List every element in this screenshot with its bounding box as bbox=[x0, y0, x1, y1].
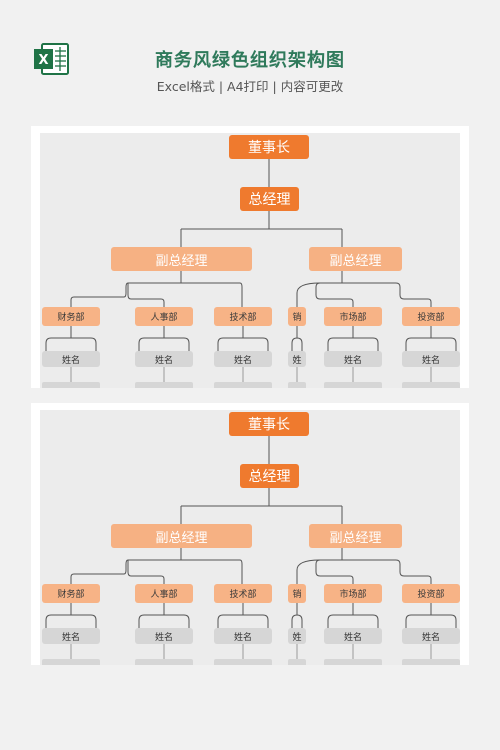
member-stub bbox=[402, 659, 460, 665]
excel-icon: X bbox=[34, 43, 69, 75]
dept-box-marketing: 市场部 bbox=[324, 584, 382, 603]
dept-box-hr: 人事部 bbox=[135, 584, 193, 603]
link-dept-to-member bbox=[217, 603, 269, 628]
link-to-dept-investment bbox=[320, 282, 432, 307]
org-chart-panel: 董事长 总经理 副总经理 副总经理 财务部 人事部 技术部 销 市场部 投资部 … bbox=[31, 403, 469, 665]
vp-box-left: 副总经理 bbox=[111, 247, 252, 271]
org-chart-canvas: 董事长 总经理 副总经理 副总经理 财务部 人事部 技术部 销 市场部 投资部 … bbox=[40, 410, 460, 665]
link-dept-to-member bbox=[138, 603, 190, 628]
member-box-sales: 姓 bbox=[288, 351, 306, 367]
page-title: 商务风绿色组织架构图 bbox=[155, 50, 345, 71]
dept-box-marketing: 市场部 bbox=[324, 307, 382, 326]
link-to-dept-investment bbox=[320, 559, 432, 584]
link-dept-to-member bbox=[291, 603, 303, 628]
member-stub bbox=[288, 659, 306, 665]
member-stub bbox=[42, 659, 100, 665]
ceo-box: 总经理 bbox=[240, 187, 299, 211]
link-dept-to-member bbox=[405, 326, 457, 351]
member-box-finance: 姓名 bbox=[42, 351, 100, 367]
link-to-dept-finance bbox=[70, 282, 129, 307]
link-to-dept-marketing bbox=[315, 282, 354, 307]
link-dept-to-member bbox=[138, 326, 190, 351]
excel-icon-letter: X bbox=[38, 53, 48, 68]
member-stub bbox=[135, 382, 193, 388]
link-dept-to-member bbox=[327, 603, 379, 628]
chairman-box: 董事长 bbox=[229, 412, 309, 436]
link-to-dept-hr bbox=[127, 560, 165, 584]
member-box-marketing: 姓名 bbox=[324, 351, 382, 367]
member-stub bbox=[42, 382, 100, 388]
link-to-dept-marketing bbox=[315, 559, 354, 584]
dept-box-finance: 财务部 bbox=[42, 307, 100, 326]
member-box-hr: 姓名 bbox=[135, 628, 193, 644]
dept-box-investment: 投资部 bbox=[402, 584, 460, 603]
link-dept-to-member bbox=[217, 326, 269, 351]
dept-box-finance: 财务部 bbox=[42, 584, 100, 603]
member-box-tech: 姓名 bbox=[214, 351, 272, 367]
link-dept-to-member bbox=[327, 326, 379, 351]
member-box-hr: 姓名 bbox=[135, 351, 193, 367]
vp-box-right: 副总经理 bbox=[309, 247, 402, 271]
member-stub bbox=[135, 659, 193, 665]
link-dept-to-member bbox=[291, 326, 303, 351]
link-to-dept-sales bbox=[296, 282, 321, 307]
org-chart-panel: 董事长 总经理 副总经理 副总经理 财务部 人事部 技术部 销 市场部 投资部 … bbox=[31, 126, 469, 388]
link-to-dept-hr bbox=[127, 283, 165, 307]
member-box-sales: 姓 bbox=[288, 628, 306, 644]
link-to-dept-tech bbox=[239, 559, 243, 584]
member-box-marketing: 姓名 bbox=[324, 628, 382, 644]
connector-lines bbox=[45, 436, 457, 659]
vp-box-left: 副总经理 bbox=[111, 524, 252, 548]
member-stub bbox=[324, 382, 382, 388]
dept-box-sales: 销 bbox=[288, 584, 306, 603]
link-dept-to-member bbox=[45, 603, 97, 628]
org-chart-canvas: 董事长 总经理 副总经理 副总经理 财务部 人事部 技术部 销 市场部 投资部 … bbox=[40, 133, 460, 388]
dept-box-tech: 技术部 bbox=[214, 307, 272, 326]
link-to-dept-tech bbox=[239, 282, 243, 307]
member-stub bbox=[402, 382, 460, 388]
chairman-box: 董事长 bbox=[229, 135, 309, 159]
page-subtitle: Excel格式 | A4打印 | 内容可更改 bbox=[156, 79, 344, 94]
link-to-dept-sales bbox=[296, 559, 321, 584]
member-box-investment: 姓名 bbox=[402, 351, 460, 367]
member-box-investment: 姓名 bbox=[402, 628, 460, 644]
member-stub bbox=[214, 382, 272, 388]
link-dept-to-member bbox=[405, 603, 457, 628]
dept-box-sales: 销 bbox=[288, 307, 306, 326]
dept-box-hr: 人事部 bbox=[135, 307, 193, 326]
vp-box-right: 副总经理 bbox=[309, 524, 402, 548]
member-stub bbox=[324, 659, 382, 665]
member-box-finance: 姓名 bbox=[42, 628, 100, 644]
member-stub bbox=[214, 659, 272, 665]
link-to-dept-finance bbox=[70, 559, 129, 584]
dept-box-investment: 投资部 bbox=[402, 307, 460, 326]
member-stub bbox=[288, 382, 306, 388]
ceo-box: 总经理 bbox=[240, 464, 299, 488]
dept-box-tech: 技术部 bbox=[214, 584, 272, 603]
member-box-tech: 姓名 bbox=[214, 628, 272, 644]
link-dept-to-member bbox=[45, 326, 97, 351]
connector-lines bbox=[45, 159, 457, 382]
